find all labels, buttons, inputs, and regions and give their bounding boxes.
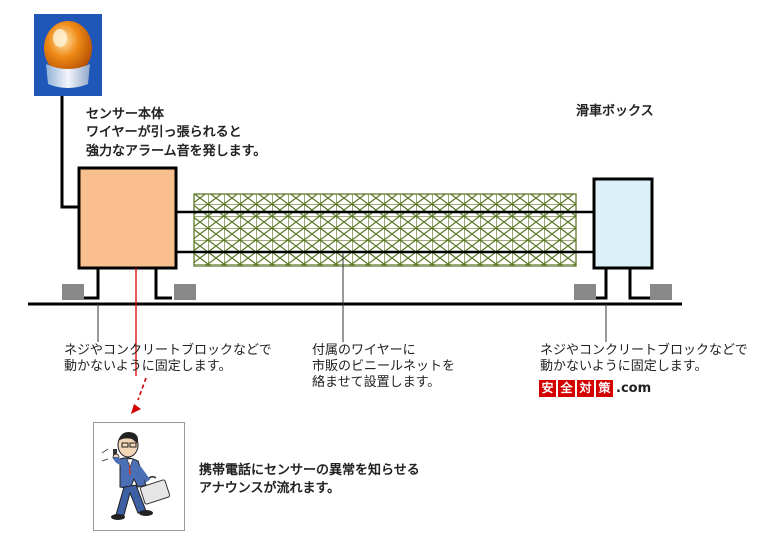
pulley-title: 滑車ボックス bbox=[576, 104, 654, 119]
phone-note-line-2: アナウンスが流れます。 bbox=[199, 481, 341, 496]
anchor-block bbox=[574, 284, 596, 300]
fix-left-line-1: ネジやコンクリートブロックなどで bbox=[64, 343, 272, 358]
sensor-title: センサー本体 bbox=[86, 107, 165, 122]
phone-note-line-1: 携帯電話にセンサーの異常を知らせる bbox=[199, 463, 420, 478]
alert-signal-dash bbox=[137, 377, 147, 401]
sensor-leg-left bbox=[84, 268, 100, 300]
lamp-cable bbox=[60, 96, 79, 209]
sensor-leg-right bbox=[154, 268, 172, 300]
pulley-leg-left bbox=[596, 268, 608, 300]
brand-logo[interactable]: 安 全 対 策 .com bbox=[539, 380, 651, 397]
wire-note-line-1: 付属のワイヤーに bbox=[312, 343, 416, 358]
person-illustration bbox=[93, 422, 185, 531]
brand-char: 対 bbox=[577, 380, 594, 397]
fix-right-line-2: 動かないように固定します。 bbox=[540, 359, 708, 374]
brand-suffix: .com bbox=[616, 381, 652, 396]
vinyl-net bbox=[193, 193, 577, 267]
fix-left-line-2: 動かないように固定します。 bbox=[64, 359, 232, 374]
fix-right-line-1: ネジやコンクリートブロックなどで bbox=[540, 343, 748, 358]
sensor-box bbox=[77, 166, 178, 270]
wire-note-line-2: 市販のビニールネットを bbox=[312, 359, 456, 374]
pulley-leg-right bbox=[628, 268, 650, 300]
sensor-desc-2: 強力なアラーム音を発します。 bbox=[86, 144, 267, 159]
brand-char: 安 bbox=[539, 380, 556, 397]
anchor-block bbox=[62, 284, 84, 300]
anchor-block bbox=[650, 284, 672, 300]
brand-char: 全 bbox=[558, 380, 575, 397]
anchor-block bbox=[174, 284, 196, 300]
brand-char: 策 bbox=[596, 380, 613, 397]
pulley-box bbox=[592, 177, 654, 270]
wire-note-line-3: 絡ませて設置します。 bbox=[312, 375, 441, 390]
warning-lamp-icon bbox=[34, 14, 102, 96]
businessman-on-phone-icon bbox=[101, 432, 171, 520]
alert-arrow-icon bbox=[131, 404, 141, 414]
sensor-desc-1: ワイヤーが引っ張られると bbox=[86, 125, 242, 140]
